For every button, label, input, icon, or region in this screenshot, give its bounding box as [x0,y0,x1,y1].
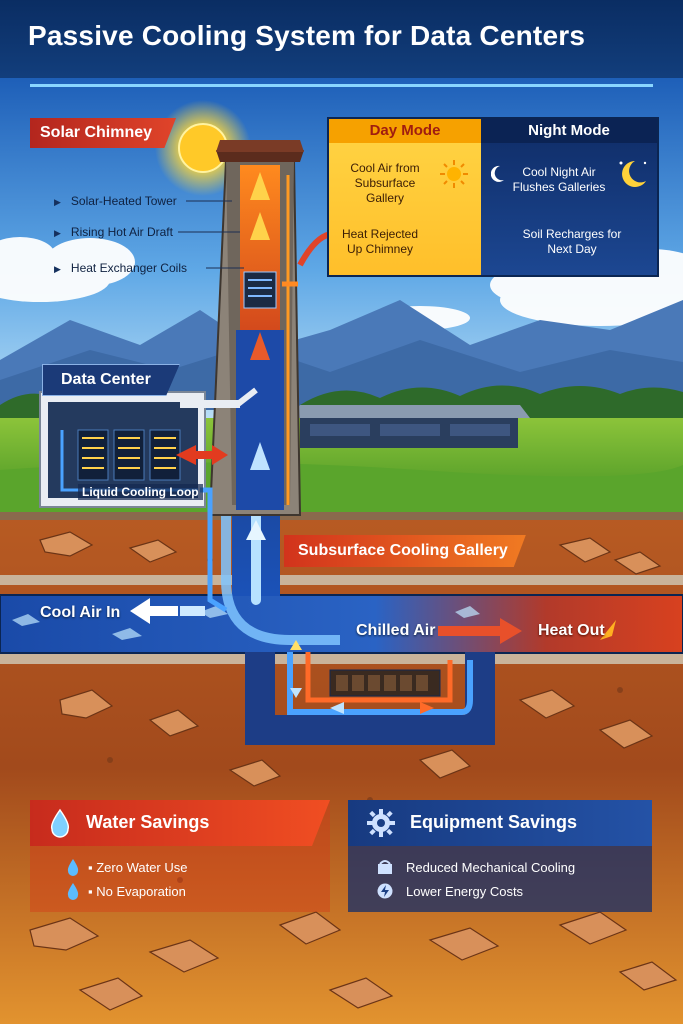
title-rule [30,84,653,87]
subsurface-gallery-tag: Subsurface Cooling Gallery [284,535,526,567]
distant-building [290,405,530,448]
equipment-savings-item: Lower Energy Costs [406,884,524,899]
gear-icon [366,808,396,838]
chimney-tower [208,140,304,516]
sun-icon [439,159,469,189]
water-savings-panel: Water Savings ▪ Zero Water Use ▪ No Evap… [30,800,330,912]
energy-icon [376,882,394,900]
day-mode-panel: Day Mode Cool Air from Subsurface Galler… [329,119,481,275]
night-mode-title: Night Mode [481,119,657,143]
cooling-unit-icon [376,858,394,876]
water-savings-title: Water Savings [86,812,210,832]
water-drop-icon [66,882,80,900]
equipment-savings-panel: Equipment Savings Reduced Mechanical Coo… [348,800,652,912]
data-center-tag: Data Center [42,364,180,396]
tower-feature-label: Rising Hot Air Draft [54,225,173,239]
subsurface-gallery-label: Subsurface Cooling Gallery [298,542,508,559]
equipment-savings-header: Equipment Savings [348,800,652,846]
night-mode-line2: Soil Recharges for Next Day [522,227,622,256]
water-drop-icon [48,808,72,838]
water-drop-icon [66,858,80,876]
tower-feature-label: Solar-Heated Tower [54,194,177,208]
equipment-savings-item: Reduced Mechanical Cooling [406,860,576,875]
water-savings-item: ▪ No Evaporation [88,884,186,899]
data-center-label: Data Center [61,371,151,388]
mode-comparison-box: Day Mode Cool Air from Subsurface Galler… [327,117,659,277]
equipment-savings-title: Equipment Savings [410,812,578,832]
day-mode-title: Day Mode [329,119,481,143]
night-mode-line1: Cool Night Air Flushes Galleries [512,165,606,194]
liquid-cooling-loop-label: Liquid Cooling Loop [78,484,203,500]
chilled-air-label: Chilled Air [356,622,436,639]
water-savings-header: Water Savings [30,800,330,846]
water-savings-item: ▪ Zero Water Use [88,860,188,875]
day-mode-line1: Cool Air from Subsurface Gallery [350,161,420,205]
day-mode-line2: Heat Rejected Up Chimney [341,227,419,256]
night-mode-panel: Night Mode Cool Night Air Flushes Galler… [481,119,657,275]
title-bar: Passive Cooling System for Data Centers [0,0,683,78]
solar-chimney-label: Solar Chimney [40,124,153,141]
page-title: Passive Cooling System for Data Centers [28,20,586,51]
solar-chimney-tag: Solar Chimney [30,118,177,148]
cool-air-in-label: Cool Air In [40,604,121,621]
moon-icon [490,165,505,183]
moon-stars-icon [615,157,649,191]
heat-out-label: Heat Out [538,622,605,639]
tower-feature-label: Heat Exchanger Coils [54,261,187,275]
